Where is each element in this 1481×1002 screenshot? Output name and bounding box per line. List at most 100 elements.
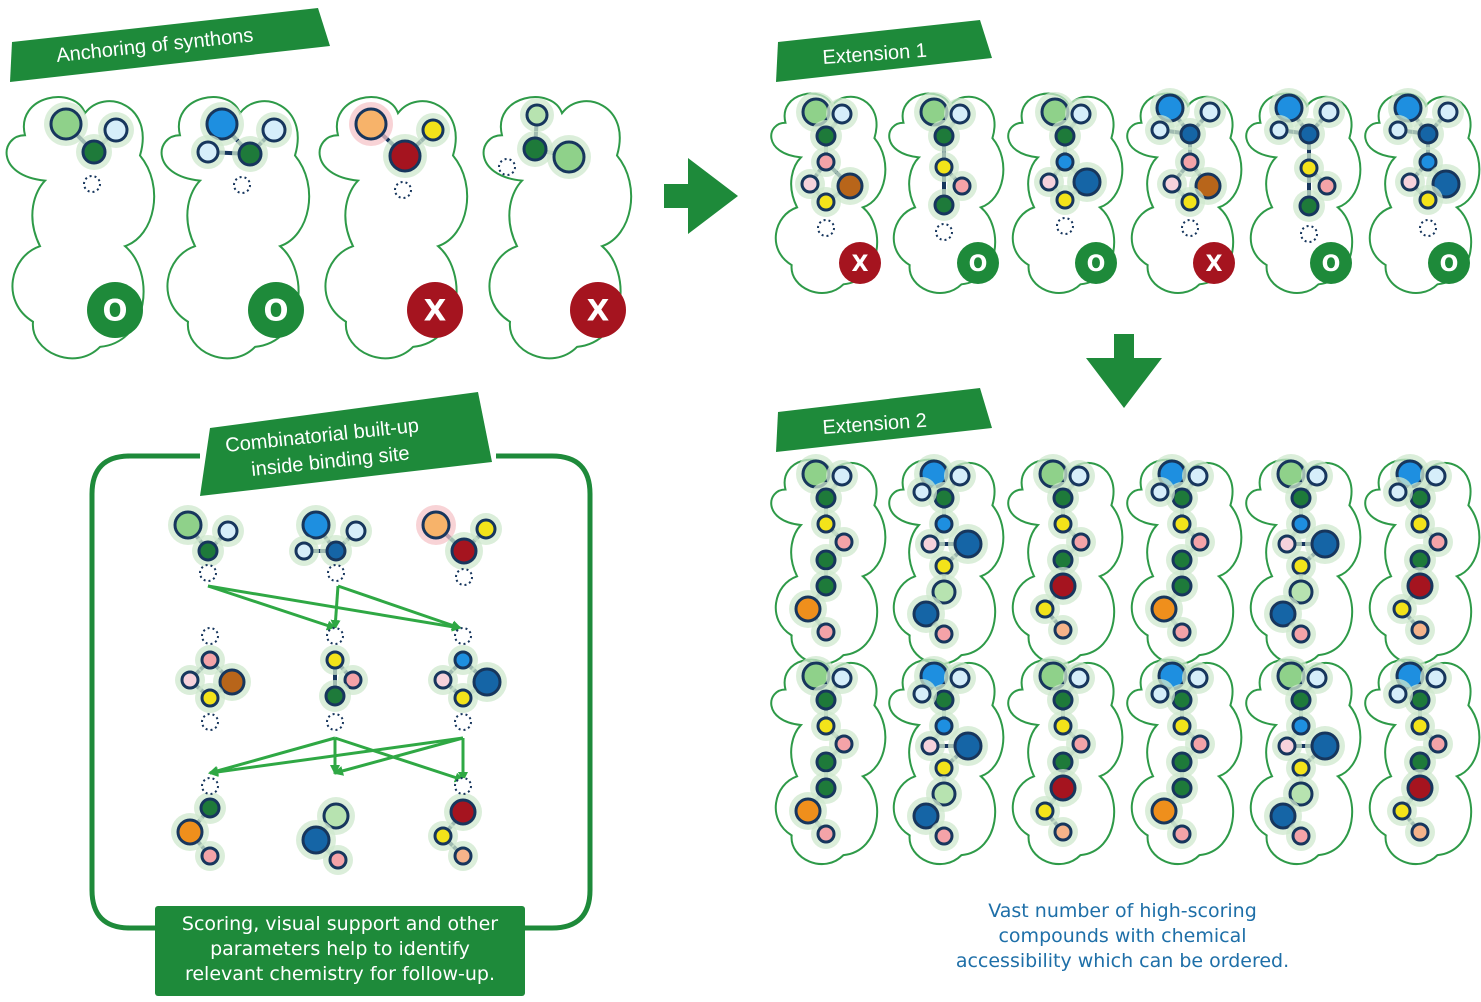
atom [933,487,955,509]
atom [1410,716,1430,736]
atom [324,685,346,707]
atom [1299,158,1319,178]
atom [328,850,348,870]
extension2-molecule [1264,454,1345,649]
scoring-caption-line2: parameters help to identify [210,938,470,960]
pass-mark-label: O [969,252,988,277]
atom [1291,716,1311,736]
atom [200,650,220,670]
pass-mark-label: O [1322,252,1341,277]
vast-caption-line3: accessibility which can be ordered. [955,950,1290,972]
atom [816,152,836,172]
pass-mark-label: O [1440,252,1459,277]
atom [931,781,957,807]
atom [816,192,836,212]
attachment-point [199,564,217,582]
extension1-ribbon: Extension 1 [776,20,992,82]
atom [831,667,853,689]
atom [1190,734,1210,754]
atom [1306,465,1328,487]
anchoring-ribbon: Anchoring of synthons [10,8,330,82]
atom [1052,689,1074,711]
atom [261,117,287,143]
atom [1288,579,1314,605]
combinatorial-synthon [416,505,502,586]
atom [1190,532,1210,552]
scoring-caption-line3: relevant chemistry for follow-up. [184,963,496,985]
attachment-point [327,564,345,582]
atom [1310,731,1340,761]
attachment-point [1056,217,1074,235]
attachment-point [454,713,472,731]
extension-pockets [770,92,1481,866]
atom [1072,167,1102,197]
atom [1388,482,1408,502]
atom [1291,624,1311,644]
connection-arrow [208,736,336,776]
atom [1071,734,1091,754]
vast-caption-line1: Vast number of high-scoring [988,900,1257,922]
atom [934,514,954,534]
pass-mark-label: O [264,294,289,328]
vast-caption: Vast number of high-scoring compounds wi… [945,899,1300,974]
atom [173,510,203,540]
atom [1269,120,1289,140]
atom [1187,667,1209,689]
atom [1052,549,1074,571]
pass-mark-icon [87,282,143,338]
extension2-molecule [789,454,859,647]
atom [322,802,350,830]
atom [1172,824,1192,844]
atom [1428,532,1448,552]
atom [1171,689,1193,711]
extension2-molecule [907,656,988,851]
atom [800,174,820,194]
attachment-point [1181,219,1199,237]
atom [1150,684,1170,704]
atom [354,107,388,141]
anchor-molecule [349,102,450,199]
atom [103,117,129,143]
reject-mark-label: X [587,294,610,328]
atom [1053,620,1073,640]
atom [815,575,837,597]
extension2-molecule [1030,656,1096,847]
atom [1437,101,1459,123]
atom [205,107,239,141]
connection-arrow [337,584,462,631]
atom [933,689,955,711]
atom [1187,465,1209,487]
atom [1410,514,1430,534]
atom [815,751,837,773]
atom [218,668,246,696]
pass-mark-icon [1310,242,1352,284]
attachment-point [817,219,835,237]
atom [1388,684,1408,704]
atom [949,667,971,689]
atom [1291,556,1311,576]
atom [1310,529,1340,559]
combinatorial-arrows [207,584,468,783]
atom [325,540,347,562]
atom [1054,125,1076,147]
anchor-molecule [191,102,292,194]
atom [933,194,955,216]
atom [953,529,983,559]
atom [1035,801,1055,821]
atom [1317,176,1337,196]
extension1-molecule [914,92,977,241]
atom [1068,667,1090,689]
atom [933,125,955,147]
anchor-molecule [498,98,591,179]
attachment-point [201,627,219,645]
atom [180,670,200,690]
atom [1392,801,1412,821]
atom [453,846,473,866]
atom [831,465,853,487]
atom [525,103,549,127]
extension2-molecule [1145,454,1215,647]
atom [237,141,263,167]
atom [1288,781,1314,807]
atom [449,798,477,826]
